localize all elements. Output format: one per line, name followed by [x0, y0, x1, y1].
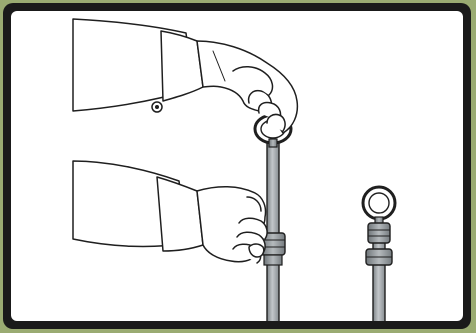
assembly-illustration	[72, 18, 397, 321]
ring-handle-right	[361, 185, 397, 226]
coupling-fitting	[260, 232, 286, 266]
long-rod	[266, 140, 280, 321]
illustration-frame	[3, 3, 471, 329]
rod-assembly-right	[361, 185, 397, 321]
upper-hand	[72, 18, 299, 134]
lower-hand	[72, 160, 268, 264]
illustration-canvas	[11, 11, 463, 321]
coupling-right	[365, 222, 393, 266]
